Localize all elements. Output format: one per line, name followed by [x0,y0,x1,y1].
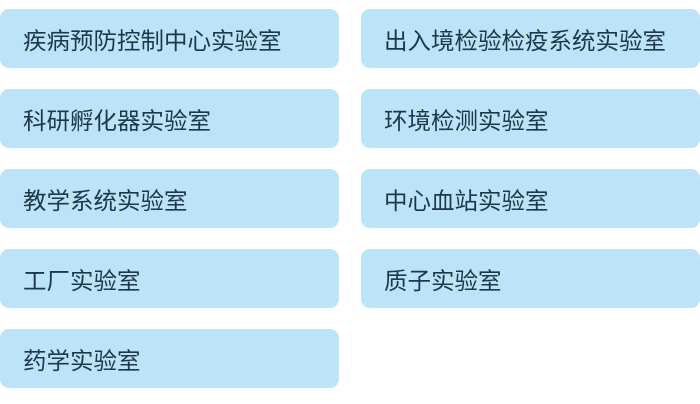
lab-category-grid: 疾病预防控制中心实验室 出入境检验检疫系统实验室 科研孵化器实验室 环境检测实验… [0,9,700,388]
lab-button-blood-center[interactable]: 中心血站实验室 [361,169,700,228]
lab-label: 药学实验室 [23,346,141,375]
lab-label: 工厂实验室 [23,266,141,295]
lab-label: 环境检测实验室 [384,106,549,135]
lab-button-environmental-testing[interactable]: 环境检测实验室 [361,89,700,148]
lab-button-proton[interactable]: 质子实验室 [361,249,700,308]
lab-button-pharmacy[interactable]: 药学实验室 [0,329,339,388]
lab-label: 疾病预防控制中心实验室 [23,26,282,55]
lab-button-factory[interactable]: 工厂实验室 [0,249,339,308]
lab-label: 质子实验室 [384,266,502,295]
lab-button-teaching[interactable]: 教学系统实验室 [0,169,339,228]
lab-button-cdc[interactable]: 疾病预防控制中心实验室 [0,9,339,68]
lab-button-research-incubator[interactable]: 科研孵化器实验室 [0,89,339,148]
lab-button-entry-exit-inspection[interactable]: 出入境检验检疫系统实验室 [361,9,700,68]
lab-label: 教学系统实验室 [23,186,188,215]
lab-label: 出入境检验检疫系统实验室 [384,26,666,55]
lab-label: 中心血站实验室 [384,186,549,215]
lab-label: 科研孵化器实验室 [23,106,211,135]
